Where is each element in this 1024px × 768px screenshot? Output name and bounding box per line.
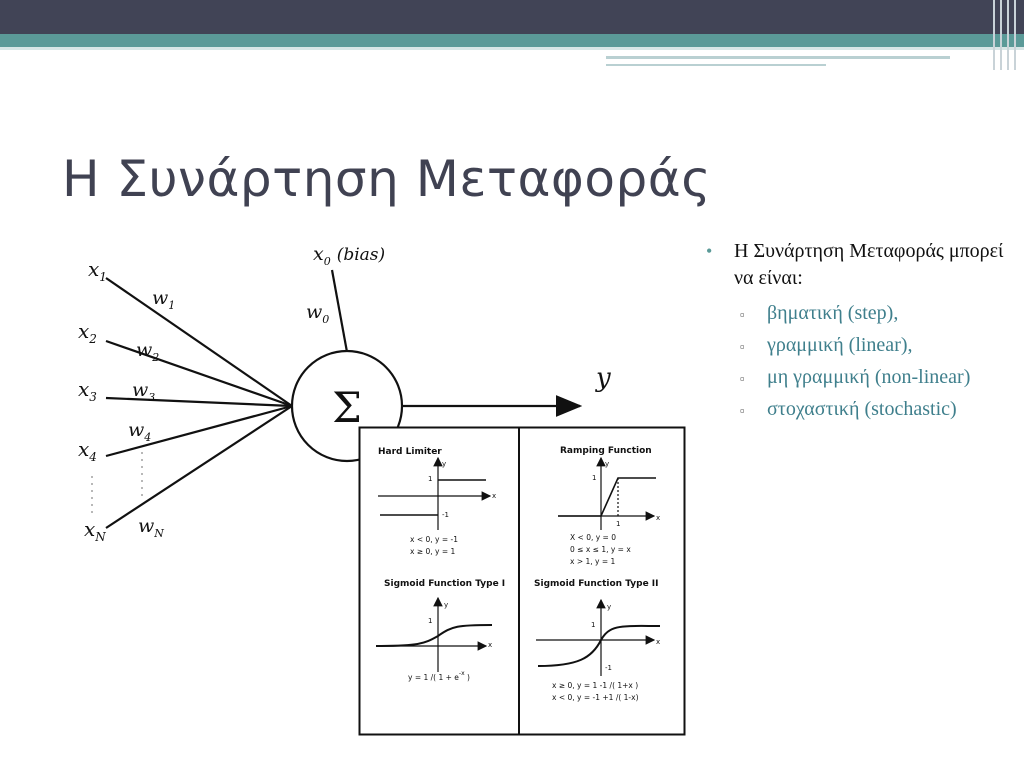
square-bullet-icon: ▫ bbox=[740, 339, 745, 354]
input-line-n bbox=[105, 405, 293, 529]
sigmoid2-curve bbox=[537, 624, 661, 667]
hard-limiter-eq-1: x < 0, y = -1 bbox=[410, 535, 458, 544]
ramping-tick-top: 1 bbox=[592, 474, 596, 482]
bullet-main: • Η Συνάρτηση Μεταφοράς μπορεί να είναι: bbox=[706, 238, 1024, 292]
sigmoid1-x-label: x bbox=[488, 641, 492, 649]
output-label: y bbox=[595, 363, 611, 393]
ramping-x-label: x bbox=[656, 514, 660, 522]
header-accent-line-1 bbox=[606, 56, 950, 59]
ramping-eq-1: X < 0, y = 0 bbox=[570, 533, 616, 542]
sub-item-non-linear: ▫μη γραμμική (non-linear) bbox=[706, 364, 1024, 391]
input-label-4: x4 bbox=[78, 437, 97, 464]
input-line-1 bbox=[105, 277, 293, 407]
hard-limiter-y-label: y bbox=[442, 460, 446, 468]
sigmoid2-tick-top: 1 bbox=[591, 621, 595, 629]
sub-item-stochastic: ▫στοχαστική (stochastic) bbox=[706, 396, 1024, 423]
square-bullet-icon: ▫ bbox=[740, 371, 745, 386]
sigmoid1-eq-1: y = 1 /( 1 + e-x ) bbox=[408, 670, 470, 682]
hard-limiter-x-label: x bbox=[492, 492, 496, 500]
bias-input-label: x0(bias) bbox=[313, 243, 385, 268]
header-stripe-3 bbox=[1007, 0, 1009, 70]
sigmoid2-eq-2: x < 0, y = -1 +1 /( 1-x) bbox=[552, 693, 639, 702]
slide-title: Η Συνάρτηση Μεταφοράς bbox=[62, 150, 712, 208]
ramping-curve bbox=[558, 477, 656, 517]
sigmoid1-title: Sigmoid Function Type I bbox=[384, 579, 505, 589]
sigmoid2-tick-bottom: -1 bbox=[605, 664, 612, 672]
hard-limiter-tick-top: 1 bbox=[428, 475, 432, 483]
weight-label-3: w3 bbox=[132, 379, 155, 404]
sigmoid2-eq-1: x ≥ 0, y = 1 -1 /( 1+x ) bbox=[552, 681, 638, 690]
header-accent-line-2 bbox=[606, 64, 826, 66]
sigmoid1-y-label: y bbox=[444, 601, 448, 609]
sigmoid2-x-label: x bbox=[656, 638, 660, 646]
square-bullet-icon: ▫ bbox=[740, 307, 745, 322]
weight-label-n: wN bbox=[138, 515, 164, 540]
hard-limiter-tick-bottom: -1 bbox=[442, 511, 449, 519]
input-line-2 bbox=[105, 339, 293, 408]
summation-symbol: Σ bbox=[332, 383, 362, 432]
header-stripe-4 bbox=[1014, 0, 1016, 70]
weight-label-1: w1 bbox=[152, 287, 175, 312]
square-bullet-icon: ▫ bbox=[740, 403, 745, 418]
bullet-main-text: Η Συνάρτηση Μεταφοράς μπορεί να είναι: bbox=[734, 240, 1004, 289]
sigmoid1-tick-top: 1 bbox=[428, 617, 432, 625]
input-label-1: x1 bbox=[88, 257, 107, 284]
sub-item-step: ▫βηματική (step), bbox=[706, 300, 1024, 327]
input-label-2: x2 bbox=[78, 319, 97, 346]
input-line-3 bbox=[105, 396, 293, 408]
sub-item-linear: ▫γραμμική (linear), bbox=[706, 332, 1024, 359]
header-stripe-1 bbox=[993, 0, 995, 70]
header-teal-bar bbox=[0, 34, 1024, 47]
weight-label-2: w2 bbox=[136, 339, 159, 364]
header-light-bar bbox=[0, 47, 1024, 50]
sigmoid1-curve bbox=[375, 624, 493, 647]
hard-limiter-title: Hard Limiter bbox=[378, 447, 442, 457]
header-stripe-2 bbox=[1000, 0, 1002, 70]
transfer-functions-figure: Hard Limiter y x 1 -1 x < 0, y = -1 x ≥ … bbox=[358, 426, 686, 736]
input-label-n: xN bbox=[84, 517, 106, 544]
ramping-title: Ramping Function bbox=[560, 446, 652, 456]
bullet-list: • Η Συνάρτηση Μεταφοράς μπορεί να είναι:… bbox=[706, 238, 1024, 428]
bias-line bbox=[330, 269, 349, 353]
ramping-eq-2: 0 ≤ x ≤ 1, y = x bbox=[570, 545, 631, 554]
ramping-eq-3: x > 1, y = 1 bbox=[570, 557, 616, 566]
bias-weight-label: w0 bbox=[306, 301, 329, 326]
bullet-dot-icon: • bbox=[706, 241, 713, 261]
hard-limiter-eq-2: x ≥ 0, y = 1 bbox=[410, 547, 456, 556]
ramping-y-label: y bbox=[605, 460, 609, 468]
header-dark-bar bbox=[0, 0, 1024, 34]
ramping-tick-x: 1 bbox=[616, 520, 620, 528]
input-line-4 bbox=[105, 404, 293, 458]
weight-label-4: w4 bbox=[128, 419, 151, 444]
sigmoid2-y-label: y bbox=[607, 603, 611, 611]
sub-bullet-list: ▫βηματική (step), ▫γραμμική (linear), ▫μ… bbox=[706, 300, 1024, 423]
input-label-3: x3 bbox=[78, 377, 97, 404]
sigmoid2-title: Sigmoid Function Type II bbox=[534, 579, 659, 589]
